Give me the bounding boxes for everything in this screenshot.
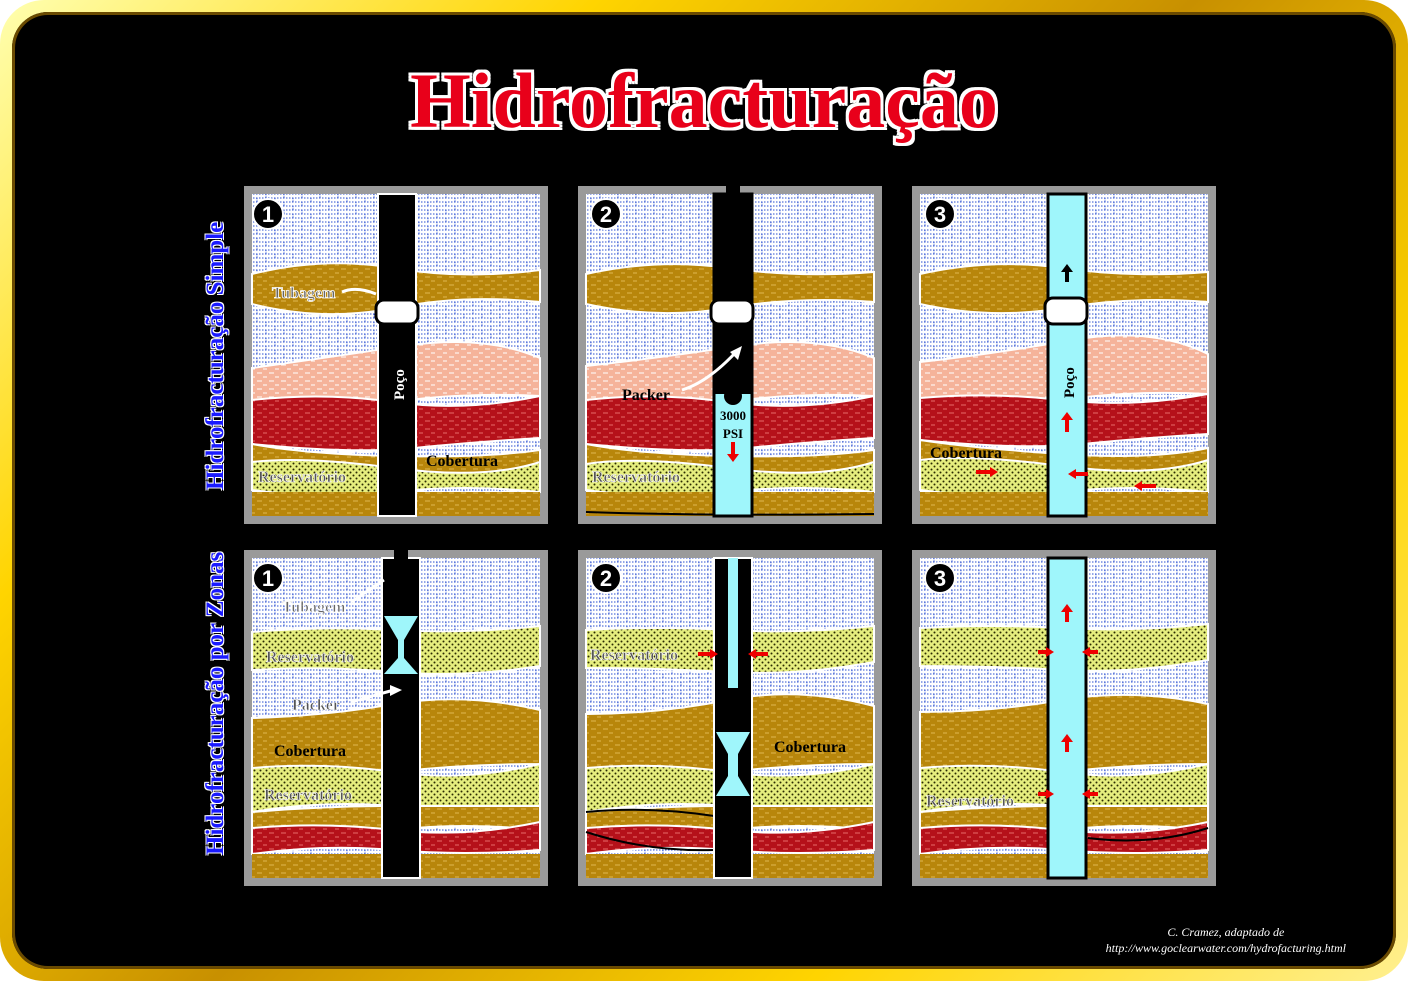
label-reservatorio-2: Reservatório [264,787,352,804]
label-cobertura: Cobertura [930,445,1002,462]
step-number: 2 [600,566,612,591]
step-number: 2 [600,202,612,227]
row-label-simple: Hidrofracturação Simple [202,221,229,490]
label-psi-unit: PSI [723,426,743,441]
label-poco: Poço [1062,367,1078,398]
panel-zones-step-3: 3 Reservatório [912,550,1216,886]
label-cobertura: Cobertura [426,453,498,470]
credit-line-1: C. Cramez, adaptado de [1167,925,1285,939]
label-poco: Poço [392,369,408,400]
panel-simple-step-1: 1 Tubagem Poço Cobertura Reservatório [244,186,548,524]
label-reservatorio: Reservatório [258,469,346,486]
panel-zones-step-2: 2 Reservatório Cobertura [578,550,882,886]
label-cobertura: Cobertura [774,739,846,756]
label-psi-value: 3000 [720,408,746,423]
panel-zones-step-1: 1 Tubagem Reservatório Packer Cobertura … [244,550,548,886]
label-packer: Packer [622,387,670,404]
label-cobertura: Cobertura [274,743,346,760]
label-reservatorio: Reservatório [590,647,678,664]
panel-simple-step-3: 3 Poço Cobertura [912,186,1216,524]
page-title: Hidrofracturação [410,57,998,144]
label-packer: Packer [292,697,340,714]
label-tubagem: Tubagem [282,599,346,616]
step-number: 3 [934,566,946,591]
panel-simple-step-2: 2 Packer 3000 PSI Reservatório [578,186,882,524]
credit: C. Cramez, adaptado de http://www.goclea… [1106,924,1346,956]
step-number: 3 [934,202,946,227]
row-label-zones: Hidrofracturação por Zonas [202,551,229,855]
label-tubagem: Tubagem [272,285,336,302]
label-reservatorio: Reservatório [592,469,680,486]
label-reservatorio: Reservatório [926,793,1014,810]
label-reservatorio-1: Reservatório [266,649,354,666]
step-number: 1 [262,566,274,591]
credit-line-2: http://www.goclearwater.com/hydrofacturi… [1105,941,1346,955]
step-number: 1 [262,202,274,227]
